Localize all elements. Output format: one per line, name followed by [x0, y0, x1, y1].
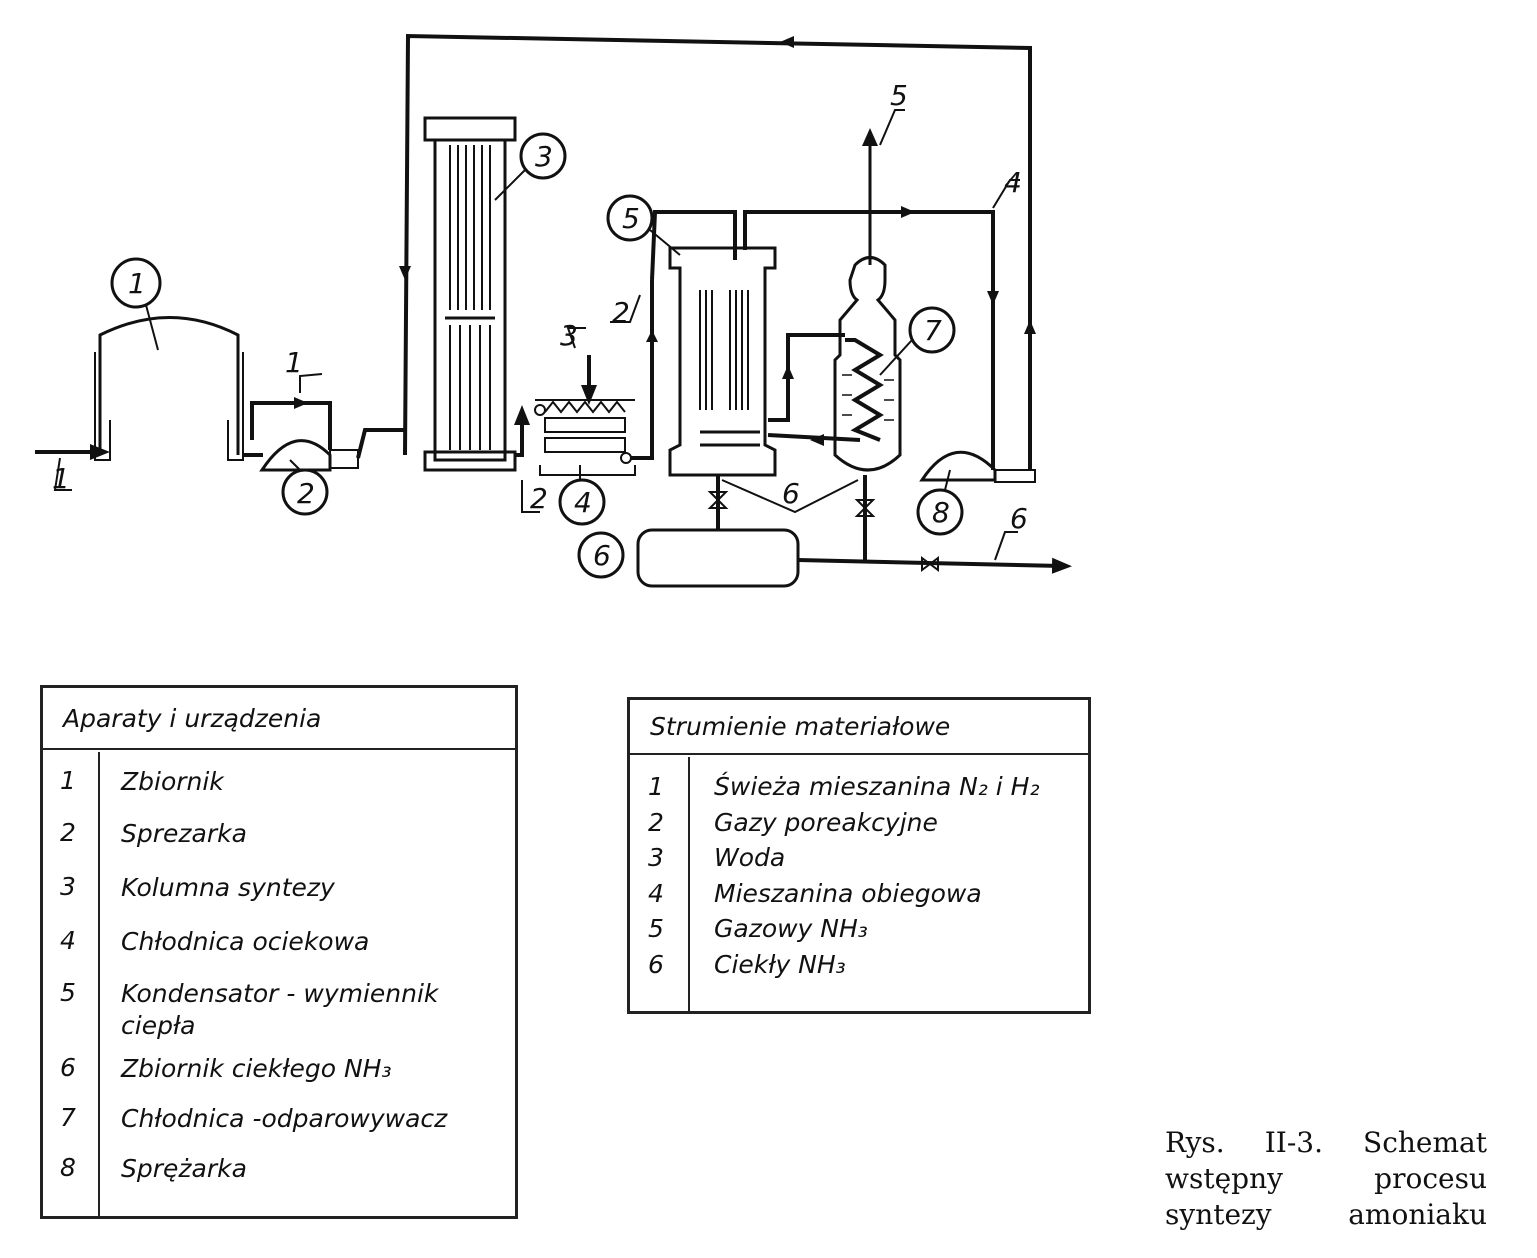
- legend-row-number: 6: [60, 1053, 76, 1082]
- compressor-8: [916, 450, 1036, 536]
- legend-row-number: 5: [648, 914, 664, 943]
- caption-line: Rys. II-3. Schemat: [1165, 1126, 1487, 1159]
- figure-caption: Rys. II-3. Schemat wstępny procesu synte…: [1165, 1125, 1487, 1233]
- legend-row-label: Sprężarka: [121, 1154, 247, 1183]
- legend-row-number: 6: [648, 950, 664, 979]
- chiller-evaporator-7: [833, 109, 956, 472]
- feed-line-1: [35, 444, 263, 491]
- drip-cooler-4: [534, 210, 737, 526]
- callout-eq3: 3: [535, 140, 553, 173]
- legend-row-label: Zbiornik: [121, 767, 224, 796]
- stream-label-4: 4: [1004, 166, 1022, 199]
- caption-line: syntezy amoniaku: [1165, 1198, 1487, 1231]
- stream-label-2a: 2: [530, 482, 548, 515]
- circulation-lines: [743, 179, 1020, 470]
- callout-eq2: 2: [297, 477, 315, 510]
- caption-line: wstępny procesu: [1165, 1162, 1487, 1195]
- streams-legend: Strumienie materiałowe 1 Świeża mieszanin…: [627, 697, 1091, 1014]
- compressor-2: [250, 373, 405, 516]
- synthesis-column-3: [423, 116, 567, 472]
- legend-row-label: Gazowy NH₃: [714, 914, 868, 943]
- callout-eq6: 6: [593, 539, 611, 572]
- legend-row-number: 2: [60, 818, 76, 847]
- legend-divider: [688, 757, 690, 1011]
- streams-legend-title: Strumienie materiałowe: [630, 700, 1088, 755]
- stream-label-6a: 6: [782, 477, 800, 510]
- legend-row-label: Kolumna syntezy: [121, 873, 335, 902]
- callout-eq1: 1: [128, 267, 146, 300]
- legend-row-number: 5: [60, 978, 76, 1007]
- legend-row-number: 3: [648, 843, 664, 872]
- legend-row-label: Mieszanina obiegowa: [714, 879, 982, 908]
- stream-label-1-in: 1: [52, 462, 70, 495]
- tank-1: [94, 257, 244, 461]
- process-flow-diagram: 1 2 3 4 5 6 7 8 1 1 2 2 3 4 5 6 6: [35, 33, 1072, 588]
- callout-eq7: 7: [924, 314, 942, 347]
- legend-row-label: Zbiornik ciekłego NH₃: [121, 1054, 392, 1083]
- stream-label-1-pipe: 1: [285, 346, 303, 379]
- legend-row-label: Woda: [714, 843, 786, 872]
- legend-row-number: 1: [60, 766, 76, 795]
- callout-eq5: 5: [622, 202, 640, 235]
- callout-eq4: 4: [574, 486, 592, 519]
- legend-row-number: 1: [648, 772, 664, 801]
- legend-row-label: Ciekły NH₃: [714, 950, 846, 979]
- legend-divider: [98, 752, 100, 1216]
- equipment-legend-title: Aparaty i urządzenia: [43, 688, 515, 750]
- callout-eq8: 8: [932, 496, 950, 529]
- stream-label-5: 5: [890, 79, 908, 112]
- condenser-5: [606, 194, 777, 477]
- legend-row-number: 4: [648, 879, 664, 908]
- legend-row-label: Chłodnica ociekowa: [121, 927, 370, 956]
- legend-row-label: Sprezarka: [121, 819, 247, 848]
- legend-row-number: 7: [60, 1103, 76, 1132]
- nh3-tank-6: [577, 475, 1072, 588]
- legend-row-number: 8: [60, 1153, 76, 1182]
- stream-2-line: [514, 405, 540, 513]
- legend-row-number: 3: [60, 872, 76, 901]
- stream-label-3: 3: [560, 319, 578, 352]
- legend-row-label: Gazy poreakcyjne: [714, 808, 938, 837]
- legend-row-number: 4: [60, 926, 76, 955]
- legend-row-label: Świeża mieszanina N₂ i H₂: [714, 772, 1040, 801]
- legend-row-label: Kondensator - wymiennik ciepła: [121, 979, 439, 1040]
- legend-row-number: 2: [648, 808, 664, 837]
- legend-row-label: Chłodnica -odparowywacz: [121, 1104, 448, 1133]
- recycle-loop-line: [399, 33, 1036, 470]
- stream-label-6b: 6: [1010, 502, 1028, 535]
- equipment-legend: Aparaty i urządzenia 1 Zbiornik 2 Sprezark…: [40, 685, 518, 1219]
- stream-label-2b: 2: [612, 296, 630, 329]
